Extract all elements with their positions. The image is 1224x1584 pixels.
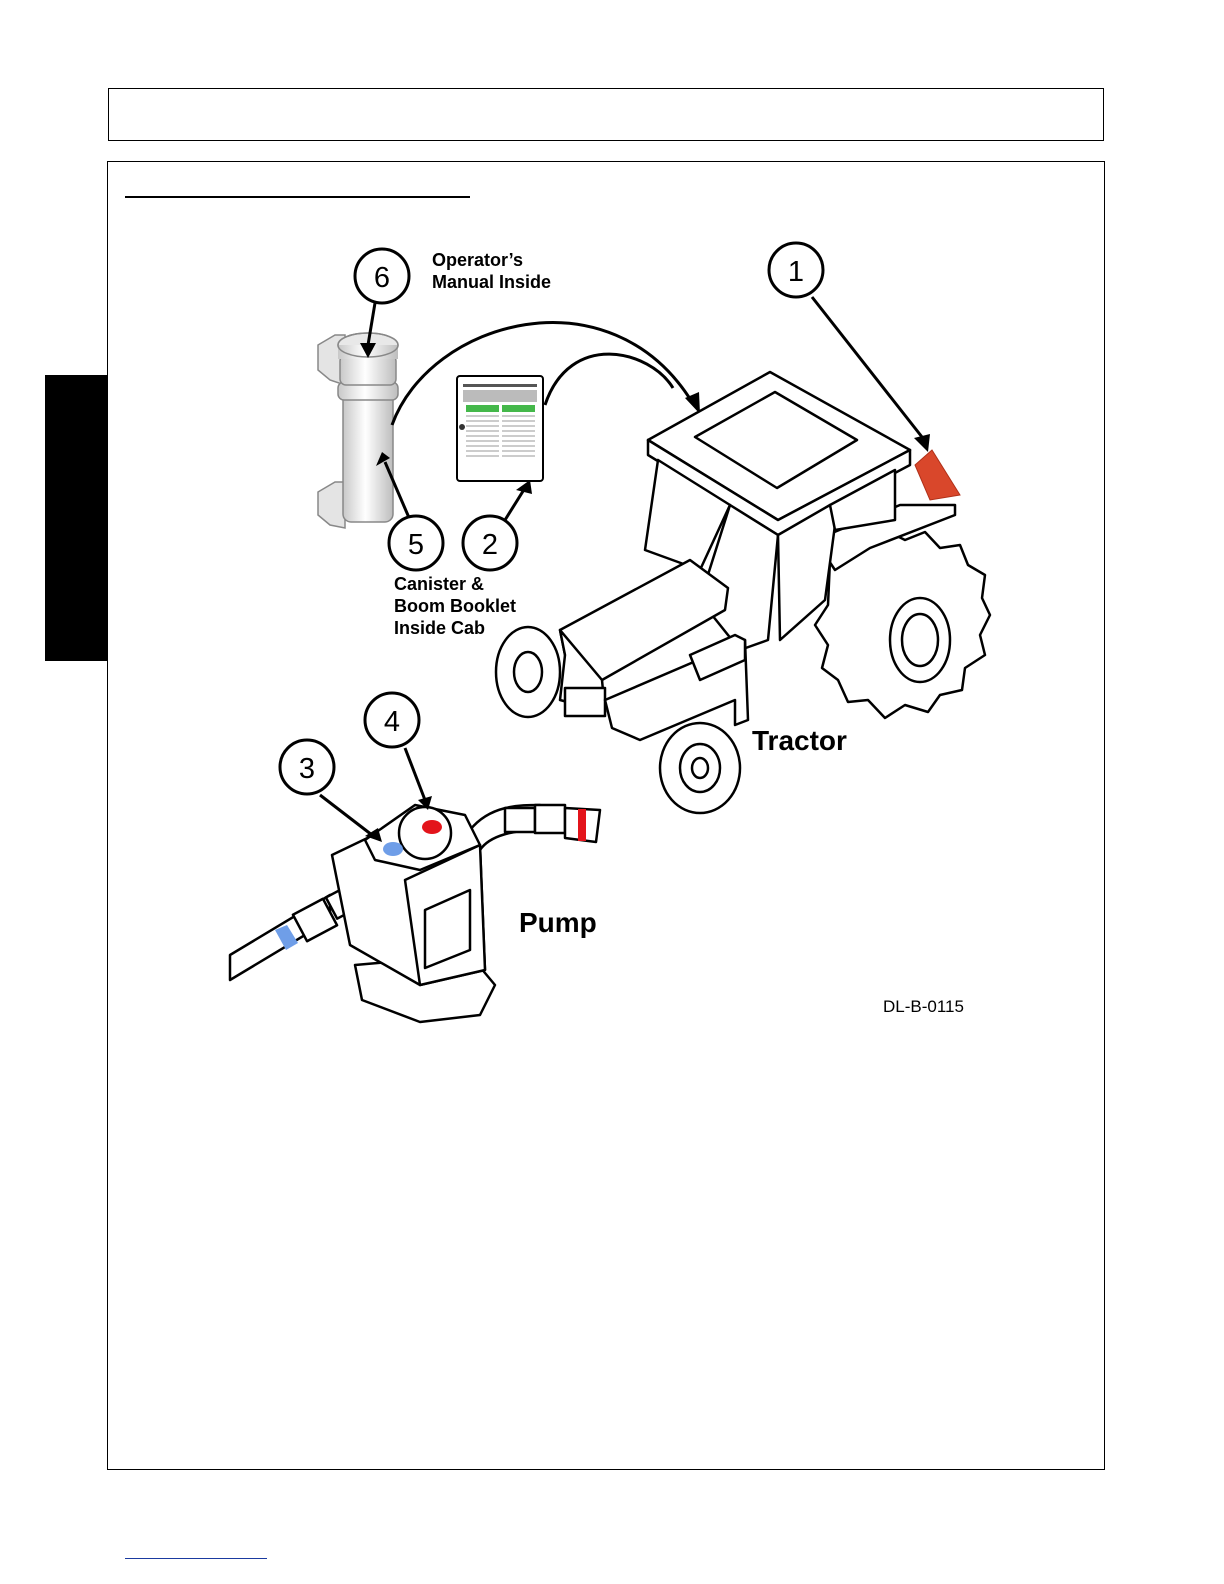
label-pump: Pump xyxy=(519,907,597,938)
label-operators-manual-line2: Manual Inside xyxy=(432,272,551,292)
pump-port-blue xyxy=(383,842,403,856)
boom-booklet xyxy=(457,376,543,481)
smv-decal-red xyxy=(915,450,960,500)
callout-6: 6 xyxy=(374,262,390,294)
label-tractor: Tractor xyxy=(752,725,847,756)
manual-canister xyxy=(318,333,398,528)
label-canister-line3: Inside Cab xyxy=(394,618,485,638)
callout-5: 5 xyxy=(408,529,424,561)
callout-3: 3 xyxy=(299,753,315,785)
pump-port-red xyxy=(422,820,442,834)
figure-id: DL-B-0115 xyxy=(883,997,964,1016)
label-operators-manual-line1: Operator’s xyxy=(432,250,523,270)
label-canister-line2: Boom Booklet xyxy=(394,596,516,616)
hose-band-red xyxy=(578,809,586,841)
callout-1: 1 xyxy=(788,256,804,288)
label-canister-line1: Canister & xyxy=(394,574,484,594)
callout-2: 2 xyxy=(482,529,498,561)
callout-4: 4 xyxy=(384,706,400,738)
